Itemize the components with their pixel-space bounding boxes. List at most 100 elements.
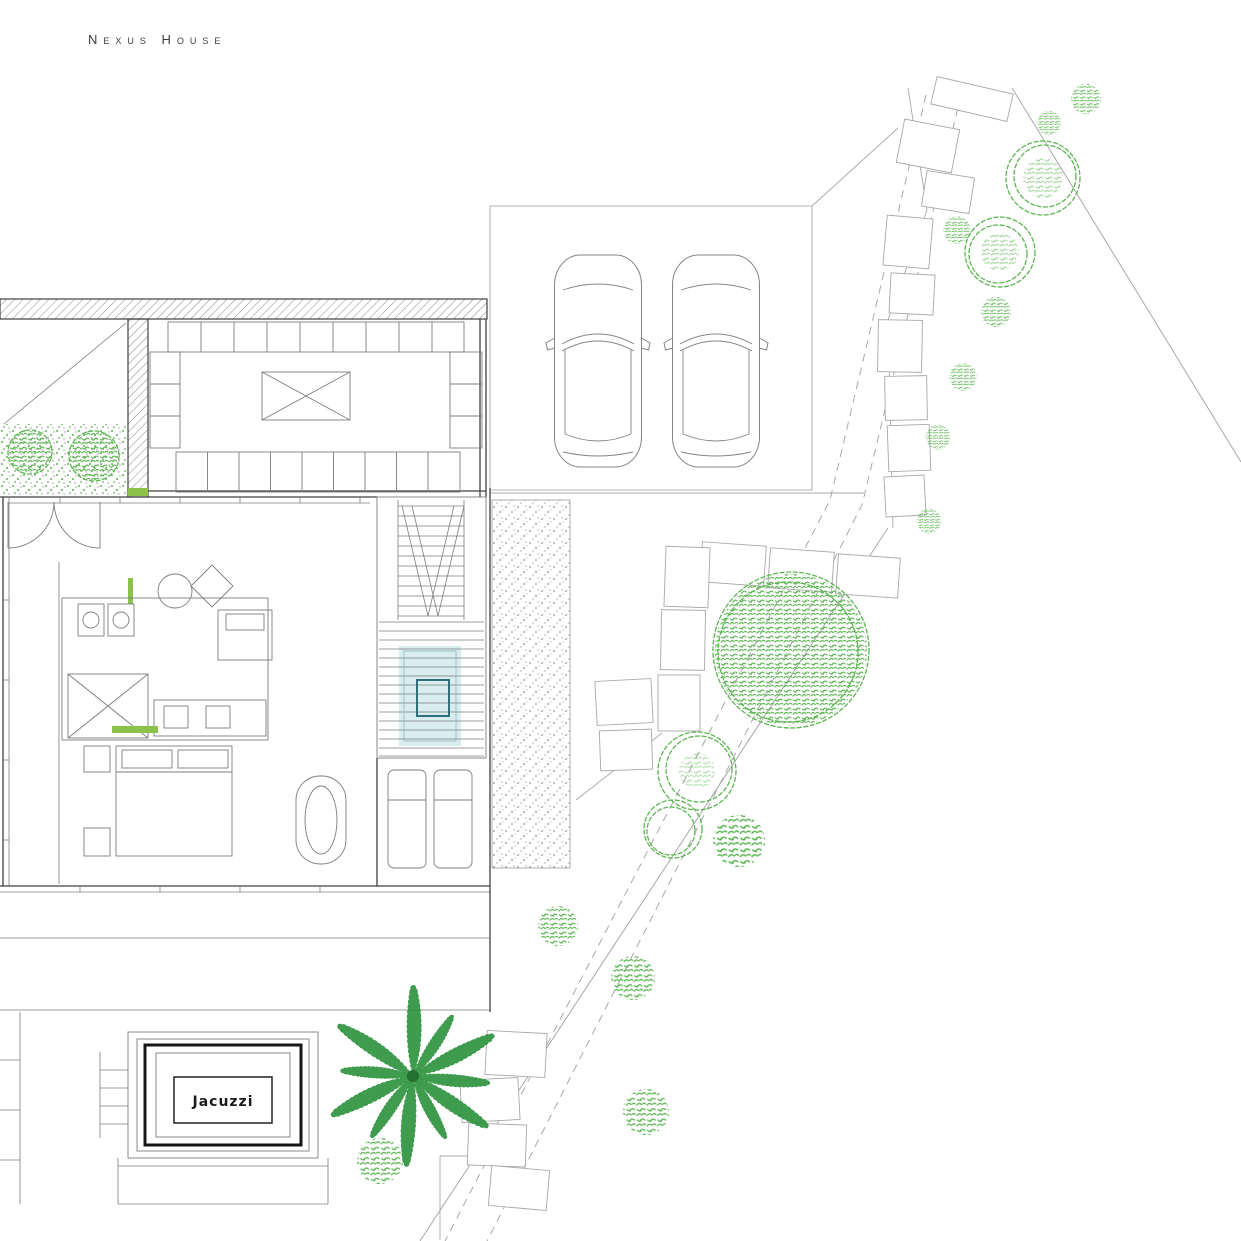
closet-row-bottom: [175, 451, 461, 493]
bathroom-sinks: [77, 603, 135, 637]
paver: [882, 214, 934, 270]
french-doors: [7, 501, 101, 549]
bathtub: [295, 775, 347, 865]
window-ticks-left: [3, 599, 9, 841]
shrub: [1037, 111, 1061, 135]
gravel-path: [491, 499, 571, 869]
garage-corner-link: [811, 127, 899, 207]
project-title-text: Nexus House: [88, 32, 227, 47]
palm-tree: [330, 984, 495, 1168]
water-feature-basin: [416, 679, 450, 717]
paver: [877, 319, 923, 373]
wardrobe-room: [148, 319, 487, 497]
sliding-door-ticks: [79, 886, 321, 892]
nightstand-bottom: [83, 827, 111, 857]
garage: [489, 205, 813, 491]
window-ticks-top: [59, 497, 361, 503]
paver: [920, 169, 976, 215]
sun-loungers: [387, 769, 473, 869]
shrub: [713, 815, 765, 867]
green-planter-strip-left: [128, 578, 133, 604]
jacuzzi: Jacuzzi: [99, 1031, 329, 1205]
seat-stone: [598, 728, 654, 772]
patio-diagonal: [3, 322, 127, 425]
property-line-upper: [1011, 87, 1241, 463]
jacuzzi-apron: [117, 1158, 329, 1205]
seat-stone: [657, 674, 701, 732]
seat-stone: [835, 553, 901, 599]
jacuzzi-frame-bold: [143, 1043, 303, 1147]
outdoor-seating-stones: [594, 541, 901, 772]
stair-direction-lines: [401, 505, 465, 617]
paver-steps-bottom: [459, 1029, 551, 1211]
water-feature-fill: [399, 646, 461, 746]
wall-hatched-top: [0, 298, 488, 320]
bathroom: [61, 597, 269, 741]
driveway-edge-1: [444, 94, 927, 1241]
closet-column-right: [449, 351, 483, 449]
shrub: [949, 363, 977, 391]
closet-row-top: [167, 321, 465, 353]
shrub: [943, 216, 971, 244]
jacuzzi-steps: [99, 1052, 128, 1138]
staircase: [376, 496, 487, 759]
paver: [883, 474, 927, 518]
seat-stone: [594, 678, 654, 726]
project-title: Nexus House: [88, 32, 226, 47]
tree-outline-1: [1005, 140, 1081, 216]
green-planter-strip-wall: [128, 488, 148, 496]
stair-slats: [379, 621, 484, 757]
shrub: [623, 1089, 669, 1135]
closet-column-left: [149, 351, 181, 449]
living-area: [0, 488, 491, 1012]
paver: [884, 375, 928, 421]
water-feature-rim: [403, 650, 457, 742]
side-table-diamond: [190, 564, 234, 608]
paver: [888, 272, 936, 316]
shrub: [925, 424, 951, 450]
tree-outline-3: [657, 731, 737, 811]
shrub: [981, 297, 1011, 327]
jacuzzi-frame-outer: [127, 1031, 319, 1159]
jacuzzi-label-box: [173, 1076, 273, 1124]
garage-slab: [489, 205, 813, 491]
deck-left-ticks: [0, 1059, 20, 1161]
tree-outline-2: [964, 216, 1036, 288]
side-table-round: [157, 573, 193, 609]
seat-stone: [660, 609, 706, 671]
shrub: [538, 906, 578, 946]
green-planter-strip-bath: [112, 726, 158, 733]
stair-shell: [376, 496, 487, 759]
paver: [487, 1165, 551, 1211]
paver-path-right: [877, 76, 1014, 518]
jacuzzi-label: Jacuzzi: [191, 1094, 253, 1110]
wall-hatched-left: [127, 318, 149, 498]
bed: [115, 745, 233, 857]
palm-trunk-center: [407, 1070, 419, 1082]
desk: [217, 609, 273, 661]
nightstand-top: [83, 745, 111, 773]
car-2: [663, 254, 769, 468]
shrub: [916, 508, 942, 534]
jacuzzi-frame-2: [136, 1038, 310, 1152]
patio-shrub-1: [7, 429, 53, 475]
dressing-table: [261, 371, 351, 421]
paver: [484, 1029, 548, 1079]
patio-shrub-2: [68, 430, 120, 482]
stair-treads: [398, 505, 464, 617]
car-1: [545, 254, 651, 468]
vanity: [153, 699, 267, 737]
paver: [466, 1122, 528, 1168]
vegetation: [7, 84, 1101, 1184]
jacuzzi-frame-inner: [155, 1052, 291, 1138]
seat-stone: [663, 545, 711, 609]
shrub: [357, 1138, 403, 1184]
shrub: [611, 956, 655, 1000]
paver: [886, 423, 932, 473]
tree-outline-4: [643, 799, 703, 859]
paver: [895, 118, 961, 174]
shrub: [1071, 84, 1101, 114]
paver: [930, 76, 1014, 122]
